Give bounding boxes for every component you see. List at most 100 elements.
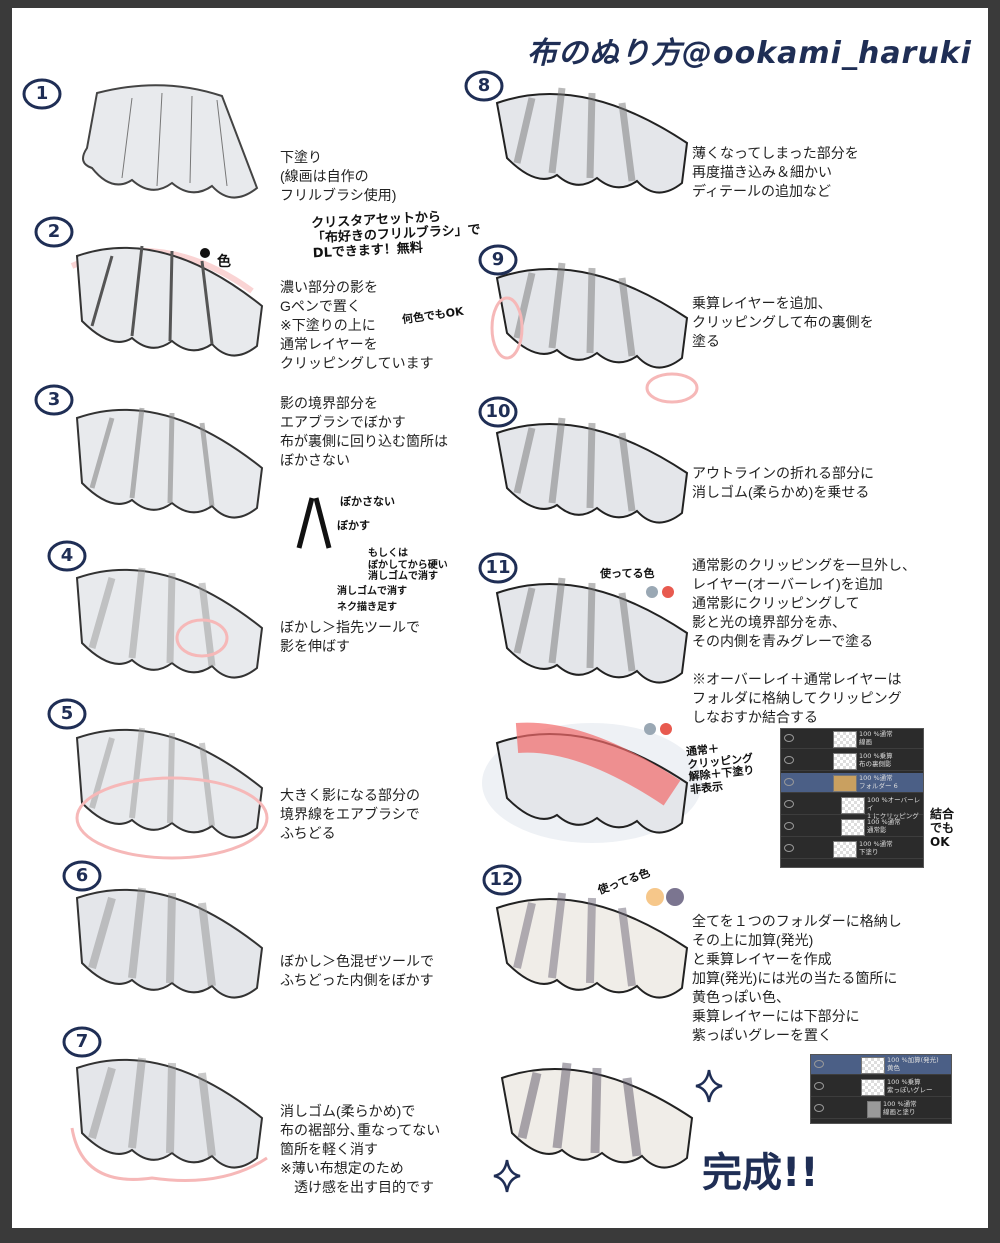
blur-diagram-icon <box>296 497 332 549</box>
layer-row[interactable]: 100 %乗算 紫っぽいグレー <box>811 1077 951 1097</box>
layer-row[interactable]: 100 %通常 通常影 <box>781 817 923 837</box>
layer-row[interactable]: 100 %通常 下塗り <box>781 839 923 859</box>
color-swatch-red <box>662 586 674 598</box>
step-number-label: 7 <box>75 1031 89 1052</box>
step-5-description: 大きく影になる部分の 境界線をエアブラシで ふちどる <box>280 787 420 841</box>
color-swatch-bluegray-2 <box>644 723 656 735</box>
layer-thumbnail <box>833 753 857 770</box>
step-8-illustration <box>482 73 702 217</box>
eye-icon[interactable] <box>784 756 794 764</box>
artwork-sheet: 布のぬり方@ookami_haruki 1 2 3 4 5 6 7 8 9 10… <box>12 8 988 1228</box>
eye-icon[interactable] <box>814 1082 824 1090</box>
layer-name: 100 %通常 線画と塗り <box>883 1100 917 1116</box>
step-5-illustration <box>52 708 282 872</box>
step-11-illustration <box>482 563 702 707</box>
step-2-description: 濃い部分の影を Gペンで置く ※下塗りの上に 通常レイヤーを クリッピングしてい… <box>280 279 434 371</box>
layer-name: 100 %通常 下塗り <box>859 840 893 856</box>
brush-asset-note: クリスタアセットから 「布好きのフリルブラシ」で DLできます！無料 <box>310 209 481 262</box>
step-number-label: 6 <box>75 865 89 886</box>
step-7-description: 消しゴム(柔らかめ)で 布の裾部分､重なってない 箇所を軽く消す ※薄い布想定の… <box>280 1103 441 1195</box>
layer-name: 100 %乗算 紫っぽいグレー <box>887 1078 933 1094</box>
folder-icon <box>867 1101 881 1118</box>
layer-thumbnail <box>841 819 865 836</box>
step-number-4: 4 <box>47 540 87 572</box>
step-number-label: 8 <box>477 75 491 96</box>
step-1-description: 下塗り (線画は自作の フリルブラシ使用) <box>280 149 397 203</box>
alternative-method-note: もしくは ぼかしてから硬い 消しゴムで消す <box>368 548 448 582</box>
folder-icon <box>833 775 857 792</box>
layer-name: 100 %オーバーレイ 1 にクリッピング <box>867 796 921 820</box>
layer-row-selected[interactable]: 100 %通常 フォルダー 6 <box>781 773 923 793</box>
no-blur-label: ぼかさない <box>340 495 395 508</box>
hide-layers-note: 通常＋ クリッピング 解除＋下塗り 非表示 <box>685 742 756 797</box>
step-number-label: 12 <box>489 869 515 890</box>
eye-icon[interactable] <box>784 734 794 742</box>
eye-icon[interactable] <box>814 1060 824 1068</box>
color-note: 色 <box>217 254 231 270</box>
step-8-description: 薄くなってしまった部分を 再度描き込み＆細かい ディテールの追加など <box>692 145 859 199</box>
step-number-8: 8 <box>464 70 504 102</box>
step-number-11: 11 <box>478 552 518 584</box>
step-number-10: 10 <box>478 396 518 428</box>
step-number-label: 2 <box>47 221 61 242</box>
layer-panel-step-11: 100 %通常 線画 100 %乗算 布の裏側影 100 %通常 フォルダー 6… <box>780 728 924 868</box>
method-list-item-2: ネク描き足す <box>337 602 397 613</box>
step-9-description: 乗算レイヤーを追加、 クリッピングして布の裏側を 塗る <box>692 295 874 349</box>
step-number-label: 9 <box>491 249 505 270</box>
step-number-5: 5 <box>47 698 87 730</box>
step-6-description: ぼかし＞色混ぜツールで ふちどった内側をぼかす <box>280 953 434 988</box>
step-number-label: 5 <box>60 703 74 724</box>
color-swatch-red-2 <box>660 723 672 735</box>
step-7-illustration <box>52 1038 282 1202</box>
step-12-description: 全てを１つのフォルダーに格納し その上に加算(発光) と乗算レイヤーを作成 加算… <box>692 913 902 1043</box>
layer-panel-step-12: 100 %加算(発光) 黄色 100 %乗算 紫っぽいグレー 100 %通常 線… <box>810 1054 952 1124</box>
layer-row-selected[interactable]: 100 %加算(発光) 黄色 <box>811 1055 951 1075</box>
sparkle-icon <box>695 1069 723 1103</box>
method-list-item-1: 消しゴムで消す <box>337 586 407 597</box>
layer-row[interactable]: 100 %乗算 布の裏側影 <box>781 751 923 771</box>
step-number-label: 1 <box>35 83 49 104</box>
step-10-illustration <box>482 403 702 557</box>
layer-row[interactable]: 100 %通常 線画と塗り <box>811 1099 951 1119</box>
blur-label: ぼかす <box>337 519 370 532</box>
step-number-label: 10 <box>485 401 511 422</box>
layer-row[interactable]: 100 %オーバーレイ 1 にクリッピング <box>781 795 923 820</box>
step-4-illustration <box>52 548 282 702</box>
step-number-6: 6 <box>62 860 102 892</box>
completion-text: 完成!! <box>702 1150 819 1196</box>
eye-icon[interactable] <box>784 778 794 786</box>
step-1-illustration <box>52 68 282 212</box>
step-number-12: 12 <box>482 864 522 896</box>
step-11-description: 通常影のクリッピングを一旦外し、 レイヤー(オーバーレイ)を追加 通常影にクリッ… <box>692 557 916 725</box>
color-swatch-bluegray <box>646 586 658 598</box>
eye-icon[interactable] <box>784 800 794 808</box>
layer-name: 100 %通常 フォルダー 6 <box>859 774 898 790</box>
step-number-1: 1 <box>22 78 62 110</box>
step-3-illustration <box>52 388 282 542</box>
layer-thumbnail <box>833 731 857 748</box>
color-swatch-purple-gray <box>666 888 684 906</box>
step-4-description: ぼかし＞指先ツールで 影を伸ばす <box>280 619 420 654</box>
eye-icon[interactable] <box>784 844 794 852</box>
sparkle-icon <box>493 1159 521 1193</box>
step-number-2: 2 <box>34 216 74 248</box>
step-3-description: 影の境界部分を エアブラシでぼかす 布が裏側に回り込む箇所は ぼかさない <box>280 395 448 468</box>
step-12-illustration <box>482 878 702 1032</box>
layer-name: 100 %通常 線画 <box>859 730 893 746</box>
layer-thumbnail <box>861 1079 885 1096</box>
step-9-illustration <box>482 248 702 412</box>
eye-icon[interactable] <box>784 822 794 830</box>
layer-thumbnail <box>861 1057 885 1074</box>
used-colors-label-11: 使ってる色 <box>600 567 655 580</box>
eye-icon[interactable] <box>814 1104 824 1112</box>
merge-ok-note: 結合 でも OK <box>930 807 955 849</box>
page-title: 布のぬり方@ookami_haruki <box>527 36 972 71</box>
layer-thumbnail <box>833 841 857 858</box>
step-number-label: 11 <box>485 557 511 578</box>
layer-thumbnail <box>841 797 865 814</box>
layer-name: 100 %乗算 布の裏側影 <box>859 752 893 768</box>
step-number-7: 7 <box>62 1026 102 1058</box>
layer-row[interactable]: 100 %通常 線画 <box>781 729 923 749</box>
step-number-label: 3 <box>47 389 61 410</box>
step-number-3: 3 <box>34 384 74 416</box>
